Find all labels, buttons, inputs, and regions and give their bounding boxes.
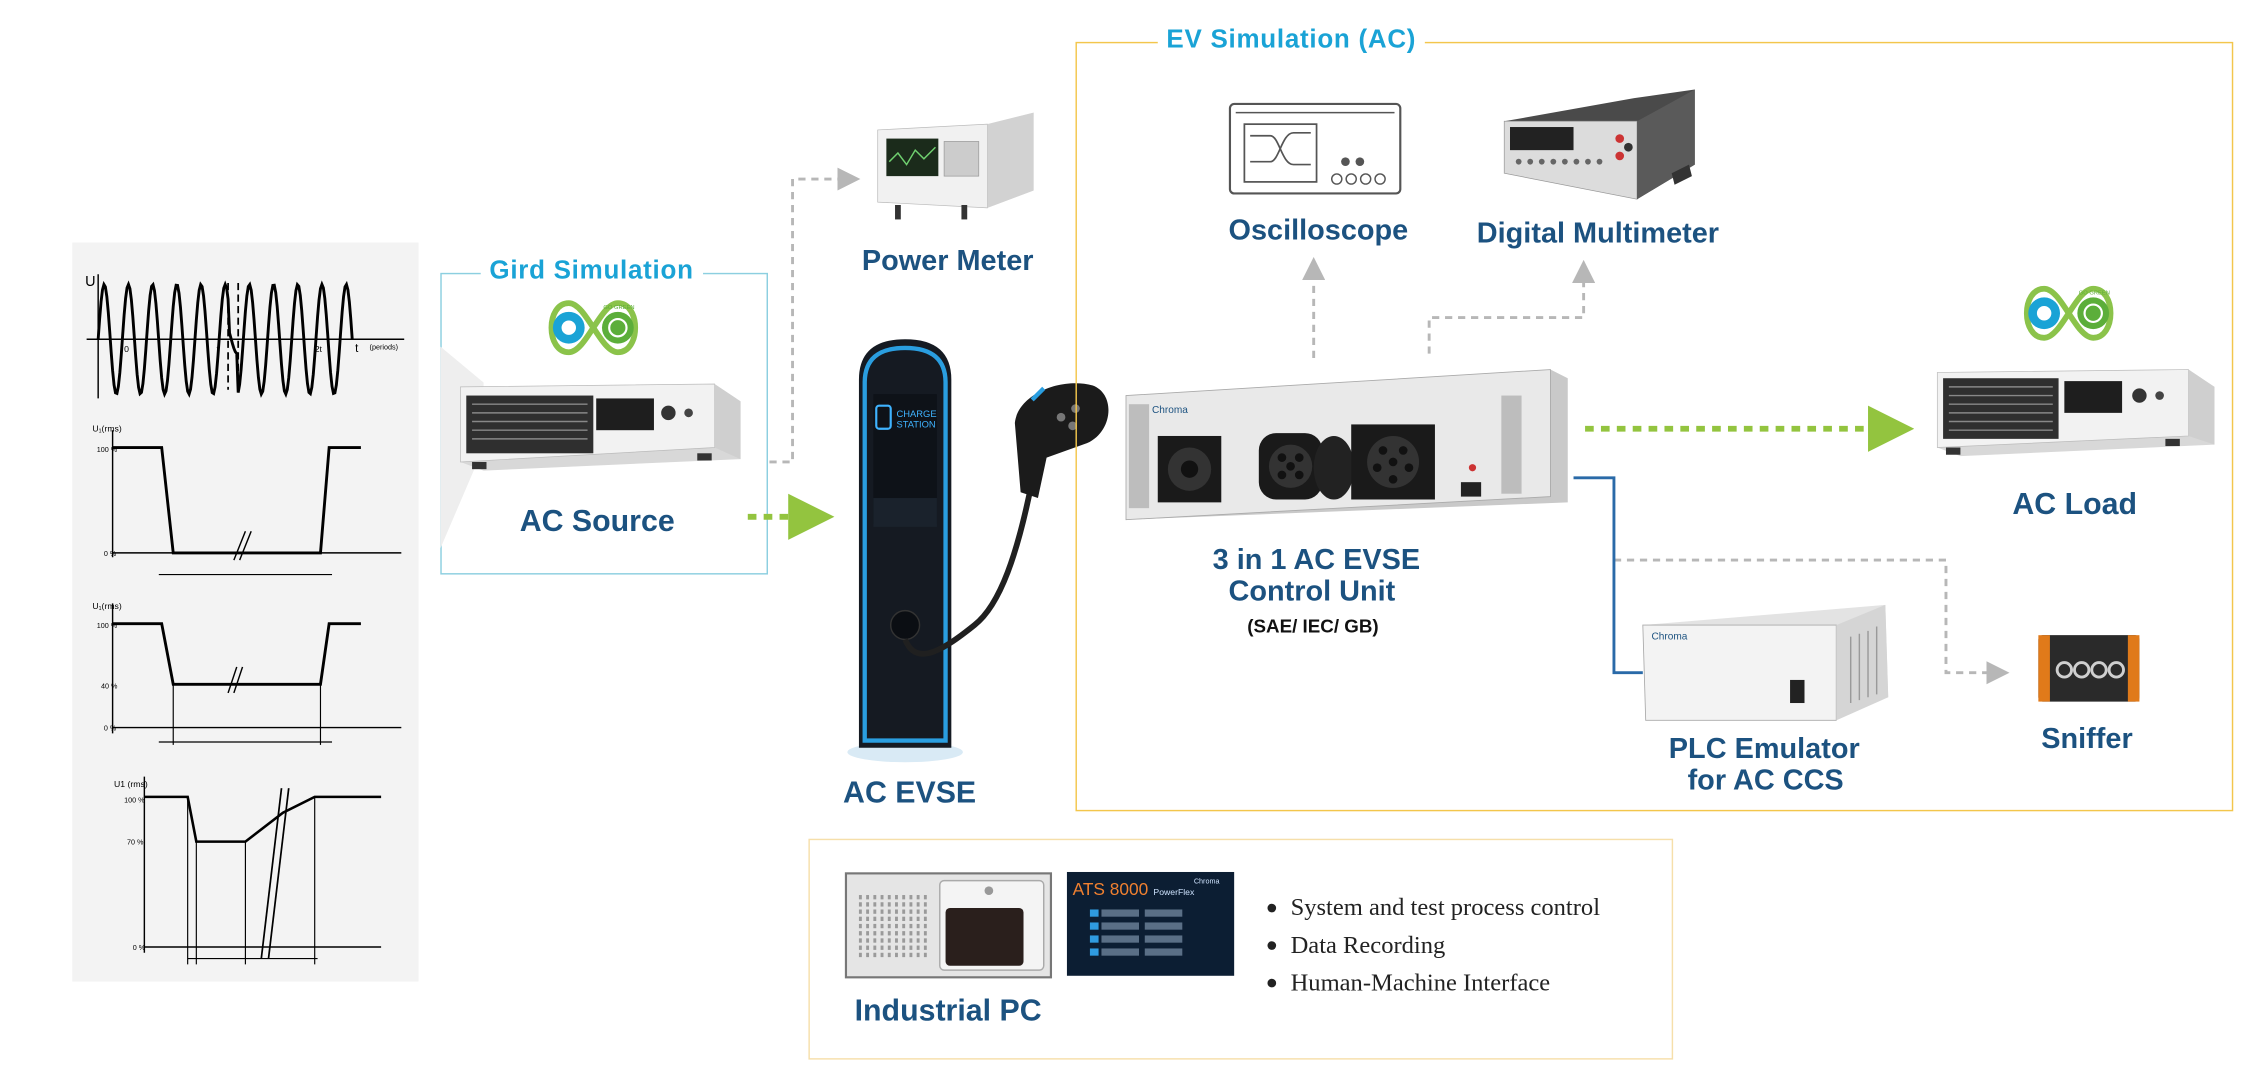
arrow-to-sniffer [1613, 558, 2010, 685]
p70-label: 70 % [127, 838, 144, 847]
ac-evse-label: AC EVSE [843, 776, 977, 810]
pc-feature-item: Human-Machine Interface [1267, 964, 1600, 1002]
charge-text: CHARGE [896, 409, 936, 419]
power-meter-device [877, 112, 1034, 220]
dip-40-waveform: U₁(rms) 100 % 40 % 0 % [92, 601, 402, 745]
oscilloscope-device [1228, 102, 1402, 195]
plc-emulator-device: Chroma [1642, 604, 1889, 721]
ac-evse-charger: CHARGE STATION [847, 339, 1109, 763]
ev-simulation-frame [1075, 41, 2234, 812]
sniffer-device [2038, 635, 2140, 702]
go-green-logo-icon-2: GO GREEN [2023, 285, 2114, 341]
software-brand-text: Chroma [1194, 876, 1220, 885]
go-green-text: GO GREEN [603, 305, 634, 311]
ac-source-label: AC Source [519, 505, 675, 539]
tick-t: t [217, 344, 220, 354]
p100-label-3: 100 % [124, 796, 145, 805]
sniffer-label: Sniffer [2041, 723, 2133, 756]
urms-label-1: U₁(rms) [92, 424, 121, 434]
axis-label-u: U [85, 274, 95, 290]
ac-load-device [1936, 369, 2215, 457]
dip-70-waveform: U1 (rms) 100 % 70 % 0 % [114, 776, 382, 965]
control-unit-device: Chroma [1125, 369, 1568, 521]
ac-load-label: AC Load [2012, 487, 2138, 522]
station-text: STATION [896, 419, 935, 429]
pc-feature-list: System and test process control Data Rec… [1267, 889, 1600, 1002]
industrial-pc-label: Industrial PC [854, 994, 1042, 1028]
p40-label: 40 % [101, 682, 118, 691]
sine-dip-waveform: U 0 t 2t t (periods) [85, 274, 405, 399]
ev-simulation-title: EV Simulation (AC) [1157, 24, 1425, 55]
tick-0: 0 [124, 344, 129, 354]
pc-feature-item: Data Recording [1267, 927, 1600, 965]
p100-label-1: 100 % [97, 445, 118, 454]
axis-label-periods: (periods) [370, 342, 398, 351]
p0-label-2: 0 % [104, 723, 117, 732]
plc-emulator-label-line1: PLC Emulator [1668, 733, 1860, 766]
ats8000-text: ATS 8000 [1073, 879, 1149, 899]
urms-label-3: U1 (rms) [114, 779, 148, 789]
control-unit-standards: (SAE/ IEC/ GB) [1247, 614, 1379, 637]
ats8000-software-screen: ATS 8000 PowerFlex Chroma [1066, 871, 1235, 976]
power-meter-label: Power Meter [861, 245, 1034, 278]
pc-feature-item: System and test process control [1267, 889, 1600, 927]
powerflex-text: PowerFlex [1153, 887, 1195, 897]
control-unit-label-line2: Control Unit [1228, 575, 1396, 608]
tick-2t: 2t [315, 344, 323, 354]
arrow-to-power-meter [769, 167, 861, 464]
grid-simulation-title: Gird Simulation [480, 255, 703, 286]
voltage-waveform-panel: U 0 t 2t t (periods) U₁(rms) 100 % 0 % [72, 242, 419, 982]
wire-to-plc [1573, 476, 1643, 675]
go-green-text-2: GO GREEN [2079, 290, 2110, 296]
arrow-to-multimeter [1427, 259, 1596, 354]
industrial-pc-frame [808, 838, 1674, 1060]
p0-label-1: 0 % [104, 549, 117, 558]
chroma-brand-text: Chroma [1152, 405, 1188, 416]
urms-label-2: U₁(rms) [92, 601, 121, 611]
axis-label-t: t [355, 343, 359, 355]
digital-multimeter-device [1503, 89, 1695, 200]
digital-multimeter-label: Digital Multimeter [1476, 217, 1720, 250]
control-unit-label-line1: 3 in 1 AC EVSE [1212, 544, 1421, 576]
industrial-pc-device [844, 872, 1053, 979]
plc-brand-text: Chroma [1651, 632, 1687, 643]
interruption-waveform: U₁(rms) 100 % 0 % [92, 424, 402, 576]
go-green-logo-icon: GO GREEN [548, 300, 639, 356]
p0-label-3: 0 % [133, 943, 146, 952]
ac-source-device [440, 346, 741, 549]
p100-label-2: 100 % [97, 621, 118, 630]
oscilloscope-label: Oscilloscope [1228, 215, 1409, 247]
plc-emulator-label-line2: for AC CCS [1687, 765, 1844, 797]
